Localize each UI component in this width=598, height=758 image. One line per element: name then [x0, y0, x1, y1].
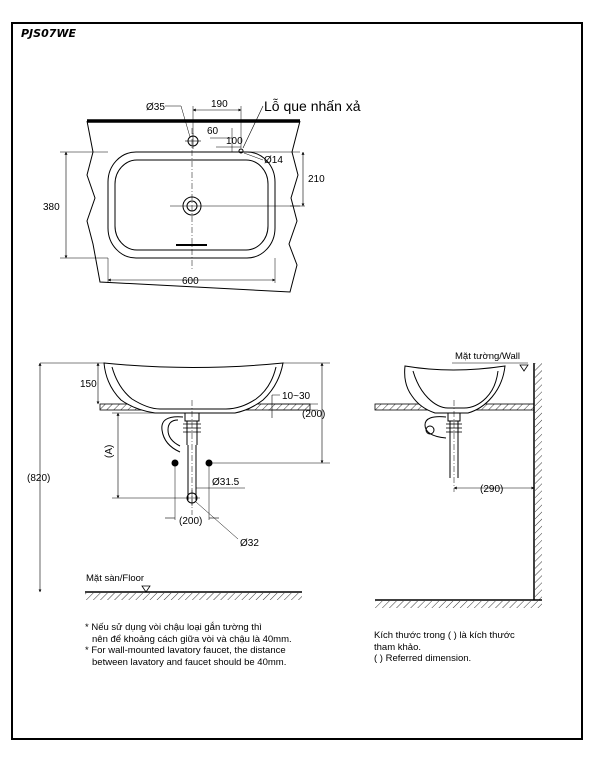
label-width-600: 600	[182, 276, 199, 287]
wall-faucet-note: * Nếu sử dụng vòi chậu loại gắn tường th…	[85, 622, 292, 668]
label-depth-380: 380	[43, 202, 60, 213]
note-right-line-2: tham khảo.	[374, 641, 421, 653]
note-right-line-3: ( ) Referred dimension.	[374, 653, 472, 664]
label-drain-200: (200)	[302, 409, 325, 420]
label-height-150: 150	[80, 379, 97, 390]
basin-outer-rim	[107, 151, 276, 259]
basin-front-inner	[111, 366, 277, 410]
top-view-labels: Lỗ que nhấn xả Ø35 190 60 100 Ø14 210 38…	[43, 98, 361, 287]
reference-dimension-note: Kích thước trong ( ) là kích thước tham …	[374, 630, 515, 665]
side-p-trap	[424, 416, 447, 439]
note-right-line-1: Kích thước trong ( ) là kích thước	[374, 630, 515, 641]
overflow-hole	[238, 148, 244, 154]
basin-inner-bowl	[114, 159, 269, 251]
p-trap	[161, 416, 184, 453]
label-trap-offset-200: (200)	[179, 516, 202, 527]
label-overflow-hole-callout: Lỗ que nhấn xả	[264, 98, 361, 114]
note-left-line-3: * For wall-mounted lavatory faucet, the …	[85, 645, 286, 656]
drain-pipe-dot-left	[171, 459, 179, 467]
label-dim-a: (A)	[104, 445, 115, 458]
note-left-line-4: between lavatory and faucet should be 40…	[92, 656, 287, 668]
front-view	[38, 362, 330, 600]
label-wall-offset-290: (290)	[480, 484, 503, 495]
model-code: PJS07WE	[21, 27, 77, 40]
label-dim-190: 190	[211, 99, 228, 110]
label-pipe-dia-31-5: Ø31.5	[212, 477, 240, 488]
label-counter-10-30: 10~30	[282, 391, 311, 402]
label-overflow-dia: Ø14	[264, 155, 283, 166]
side-basin-shell	[404, 365, 506, 414]
note-left-line-2: nên để khoảng cách giữa vòi và chậu là 4…	[92, 633, 292, 645]
basin-front-shell	[103, 362, 284, 414]
side-view-labels: Mặt tường/Wall (290)	[455, 351, 520, 495]
front-view-labels: 150 10~30 (200) (A) (820) Ø31.5 (200) Ø3…	[27, 379, 325, 584]
top-view	[60, 105, 305, 293]
counter-break-outline	[86, 120, 301, 293]
label-faucet-hole-dia: Ø35	[146, 102, 165, 113]
label-floor: Mặt sàn/Floor	[86, 573, 144, 584]
label-pipe-dia-32: Ø32	[240, 538, 259, 549]
label-wall: Mặt tường/Wall	[455, 351, 520, 362]
label-dim-100: 100	[226, 136, 243, 147]
side-view	[374, 362, 542, 608]
label-total-820: (820)	[27, 473, 50, 484]
drawing-border	[11, 22, 583, 740]
label-dim-60: 60	[207, 126, 219, 137]
label-dim-210: 210	[308, 174, 325, 185]
note-left-line-1: * Nếu sử dụng vòi chậu loại gắn tường th…	[85, 622, 262, 633]
